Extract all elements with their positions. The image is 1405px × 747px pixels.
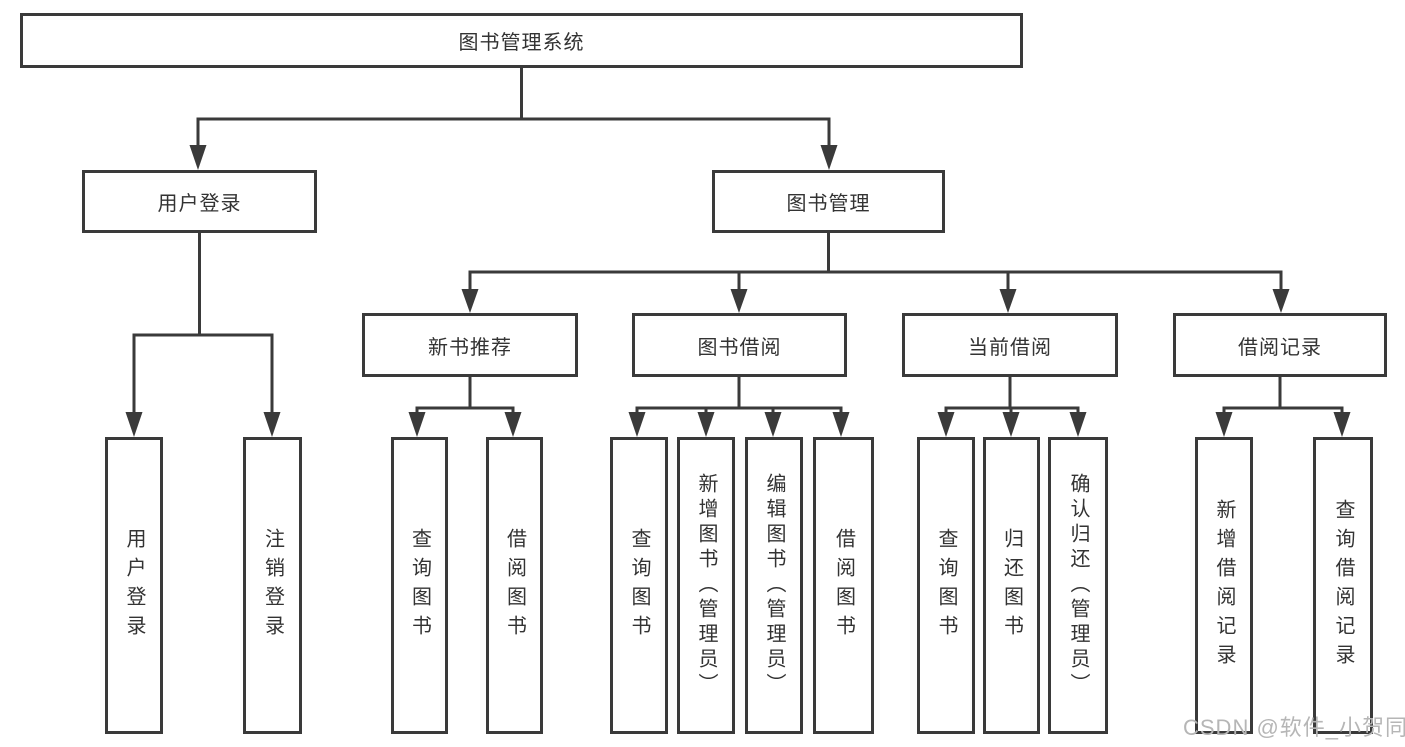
node-label: 查询图书 bbox=[935, 527, 957, 644]
leaf-return-book: 归还图书 bbox=[983, 437, 1040, 734]
node-user-login: 用户登录 bbox=[82, 170, 317, 233]
node-label: 归还图书 bbox=[1000, 527, 1023, 644]
leaf-query-books-recommend: 查询图书 bbox=[391, 437, 448, 734]
csdn-watermark: CSDN @软件_小贺同学 bbox=[1183, 715, 1405, 740]
node-book-borrow: 图书借阅 bbox=[632, 313, 847, 377]
node-label: 新增图书（管理员） bbox=[695, 473, 717, 698]
leaf-add-borrow-record: 新增借阅记录 bbox=[1195, 437, 1253, 734]
node-label: 借阅记录 bbox=[1238, 336, 1322, 359]
leaf-query-books-current: 查询图书 bbox=[917, 437, 975, 734]
node-label: 图书管理 bbox=[786, 193, 871, 215]
node-label: 用户登录 bbox=[123, 527, 145, 644]
node-label: 借阅图书 bbox=[832, 527, 855, 644]
node-label: 新增借阅记录 bbox=[1213, 498, 1235, 673]
node-new-book-recommend: 新书推荐 bbox=[362, 313, 578, 377]
node-label: 借阅图书 bbox=[503, 527, 526, 644]
node-label: 注销登录 bbox=[261, 527, 284, 644]
node-label: 图书管理系统 bbox=[458, 32, 585, 54]
leaf-borrow-books: 借阅图书 bbox=[813, 437, 874, 734]
node-book-management: 图书管理 bbox=[712, 170, 945, 233]
leaf-add-book-admin: 新增图书（管理员） bbox=[677, 437, 735, 734]
node-library-management-system: 图书管理系统 bbox=[20, 13, 1023, 68]
node-label: 图书借阅 bbox=[697, 336, 782, 359]
leaf-logout: 注销登录 bbox=[243, 437, 302, 734]
leaf-borrow-books-recommend: 借阅图书 bbox=[486, 437, 543, 734]
node-label: 用户登录 bbox=[157, 193, 242, 215]
node-label: 当前借阅 bbox=[968, 336, 1052, 359]
node-label: 查询图书 bbox=[628, 527, 650, 644]
leaf-edit-book-admin: 编辑图书（管理员） bbox=[745, 437, 803, 734]
node-label: 查询借阅记录 bbox=[1332, 498, 1354, 673]
node-label: 确认归还（管理员） bbox=[1067, 473, 1089, 698]
node-borrow-records: 借阅记录 bbox=[1173, 313, 1387, 377]
node-label: 查询图书 bbox=[408, 527, 431, 644]
leaf-query-borrow-record: 查询借阅记录 bbox=[1313, 437, 1373, 734]
arrowheads bbox=[125, 145, 1351, 437]
leaf-user-login: 用户登录 bbox=[105, 437, 163, 734]
node-label: 新书推荐 bbox=[428, 336, 512, 359]
node-label: 编辑图书（管理员） bbox=[763, 473, 785, 698]
leaf-confirm-return-admin: 确认归还（管理员） bbox=[1048, 437, 1108, 734]
node-current-borrow: 当前借阅 bbox=[902, 313, 1118, 377]
leaf-query-books-borrow: 查询图书 bbox=[610, 437, 668, 734]
